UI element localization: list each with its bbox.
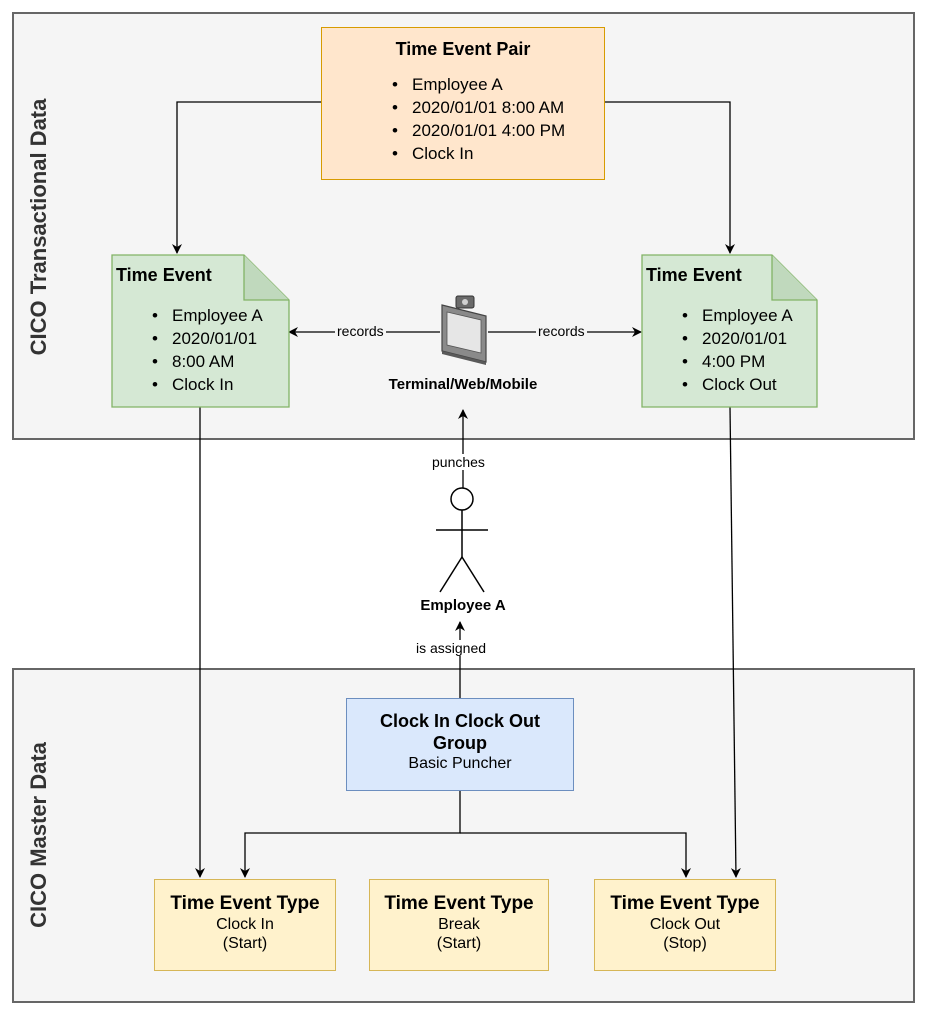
time-event-pair-list: Employee A 2020/01/01 8:00 AM 2020/01/01… — [390, 73, 604, 165]
cico-group-subtitle: Basic Puncher — [408, 755, 512, 772]
list-item: Clock Out — [680, 373, 816, 396]
event-type-clock-in: Time Event Type Clock In (Start) — [154, 879, 336, 971]
time-event-right: Time Event Employee A 2020/01/01 4:00 PM… — [646, 265, 816, 396]
list-item: 8:00 AM — [150, 350, 286, 373]
event-type-title: Time Event Type — [384, 893, 534, 914]
pair-to-left-event-line — [172, 101, 321, 254]
terminal-caption: Terminal/Web/Mobile — [388, 376, 538, 393]
time-event-right-title: Time Event — [646, 265, 742, 285]
employee-caption: Employee A — [420, 597, 506, 614]
event-type-break: Time Event Type Break (Start) — [369, 879, 549, 971]
group-to-clock-out-line — [460, 832, 691, 878]
list-item: 2020/01/01 — [150, 327, 286, 350]
event-type-title: Time Event Type — [170, 893, 320, 914]
cico-group-title-line1: Clock In Clock Out — [379, 711, 541, 731]
event-type-line1: Clock Out — [649, 916, 721, 933]
time-event-left-title: Time Event — [116, 265, 212, 285]
time-event-pair-title: Time Event Pair — [395, 39, 531, 59]
event-type-line1: Clock In — [216, 916, 274, 933]
event-type-clock-out: Time Event Type Clock Out (Stop) — [594, 879, 776, 971]
right-event-fold — [771, 255, 817, 301]
list-item: Employee A — [680, 304, 816, 327]
event-type-line2: (Start) — [222, 935, 268, 952]
list-item: Clock In — [150, 373, 286, 396]
list-item: Employee A — [150, 304, 286, 327]
stick-figure-icon — [436, 487, 488, 593]
time-event-right-list: Employee A 2020/01/01 4:00 PM Clock Out — [680, 304, 816, 396]
left-event-fold — [243, 255, 289, 301]
list-item: 2020/01/01 — [680, 327, 816, 350]
is-assigned-label: is assigned — [414, 640, 489, 656]
records-right-label: records — [536, 323, 587, 339]
cico-group: Clock In Clock Out Group Basic Puncher — [346, 698, 574, 791]
list-item: 2020/01/01 8:00 AM — [390, 96, 604, 119]
time-event-pair: Time Event Pair Employee A 2020/01/01 8:… — [321, 27, 605, 180]
event-type-line2: (Stop) — [663, 935, 707, 952]
event-type-line1: Break — [438, 916, 480, 933]
pair-to-right-event-line — [605, 101, 735, 254]
list-item: Clock In — [390, 142, 604, 165]
cico-group-title-line2: Group — [433, 733, 487, 753]
group-to-clock-in-line — [240, 791, 461, 878]
list-item: Employee A — [390, 73, 604, 96]
records-left-label: records — [335, 323, 386, 339]
time-event-left-list: Employee A 2020/01/01 8:00 AM Clock In — [150, 304, 286, 396]
terminal-device-icon — [441, 295, 487, 365]
right-event-to-clock-out-line — [729, 406, 741, 878]
time-event-left: Time Event Employee A 2020/01/01 8:00 AM… — [116, 265, 286, 396]
event-type-line2: (Start) — [436, 935, 482, 952]
punches-label: punches — [430, 454, 487, 470]
list-item: 4:00 PM — [680, 350, 816, 373]
event-type-title: Time Event Type — [610, 893, 760, 914]
list-item: 2020/01/01 4:00 PM — [390, 119, 604, 142]
